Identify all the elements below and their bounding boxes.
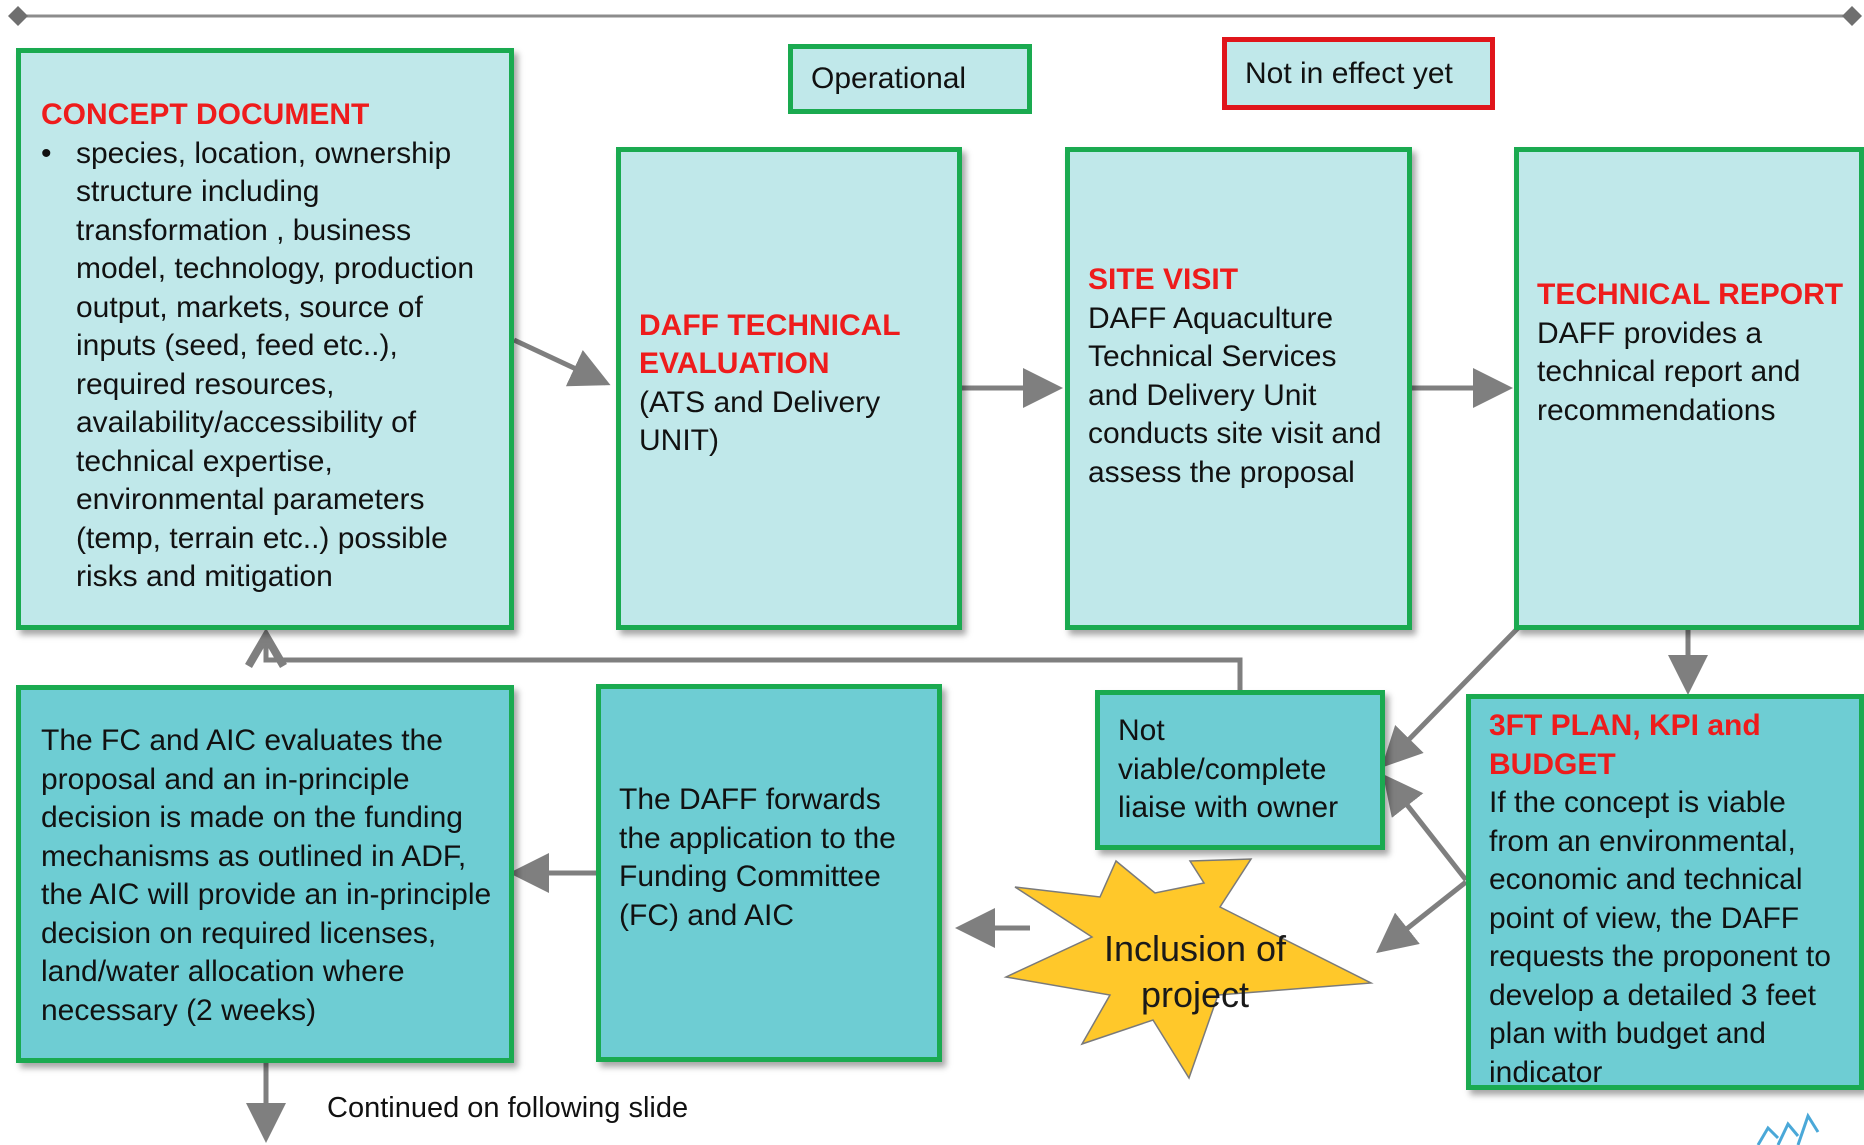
concept-document-title: CONCEPT DOCUMENT [41,98,370,131]
concept-document-bullet: species, location, ownership structure i… [41,135,495,597]
arrow-not-viable-to-concept [245,628,1243,693]
legend-not-in-effect-label: Not in effect yet [1245,56,1453,90]
technical-report-title: TECHNICAL REPORT [1537,278,1844,311]
funding-decision-box: The FC and AIC evaluates the proposal an… [16,685,514,1063]
legend-operational-label: Operational [811,62,967,95]
site-visit-box: SITE VISIT DAFF Aquaculture Technical Se… [1065,147,1412,630]
technical-report-body: DAFF provides a technical report and rec… [1537,316,1801,427]
not-viable-body: Not viable/complete liaise with owner [1118,714,1339,825]
logo-icon [1756,1112,1820,1145]
arrow-report-to-not-viable [1381,626,1520,768]
inclusion-star-label: Inclusion of project [1103,928,1287,1015]
plan-kpi-budget-body: If the concept is viable from an environ… [1489,786,1831,1089]
concept-document-bullets: species, location, ownership structure i… [41,135,495,597]
technical-evaluation-body: (ATS and Delivery UNIT) [639,385,881,458]
plan-kpi-budget-box: 3FT PLAN, KPI and BUDGET If the concept … [1466,694,1864,1090]
top-rule-left-diamond [8,6,28,26]
technical-evaluation-box: DAFF TECHNICAL EVALUATION (ATS and Deliv… [616,147,962,630]
technical-evaluation-title: DAFF TECHNICAL EVALUATION [639,308,901,381]
legend-not-in-effect: Not in effect yet [1222,37,1495,110]
funding-decision-body: The FC and AIC evaluates the proposal an… [41,724,492,1027]
inclusion-star-shape [1003,858,1374,1080]
continued-note: Continued on following slide [327,1092,689,1124]
arrow-plan-to-not-viable [1382,774,1468,882]
site-visit-body: DAFF Aquaculture Technical Services and … [1088,301,1382,489]
forward-application-body: The DAFF forwards the application to the… [619,783,896,932]
arrow-plan-to-inclusion [1376,880,1468,954]
technical-report-box: TECHNICAL REPORT DAFF provides a technic… [1514,147,1864,630]
concept-document-box: CONCEPT DOCUMENT species, location, owne… [16,48,514,630]
top-rule-right-diamond [1842,6,1862,26]
site-visit-title: SITE VISIT [1088,263,1239,296]
forward-application-box: The DAFF forwards the application to the… [596,684,942,1062]
legend-operational: Operational [788,44,1032,114]
not-viable-box: Not viable/complete liaise with owner [1095,690,1385,850]
plan-kpi-budget-title: 3FT PLAN, KPI and BUDGET [1489,709,1761,781]
arrow-concept-to-evaluation [512,337,611,387]
